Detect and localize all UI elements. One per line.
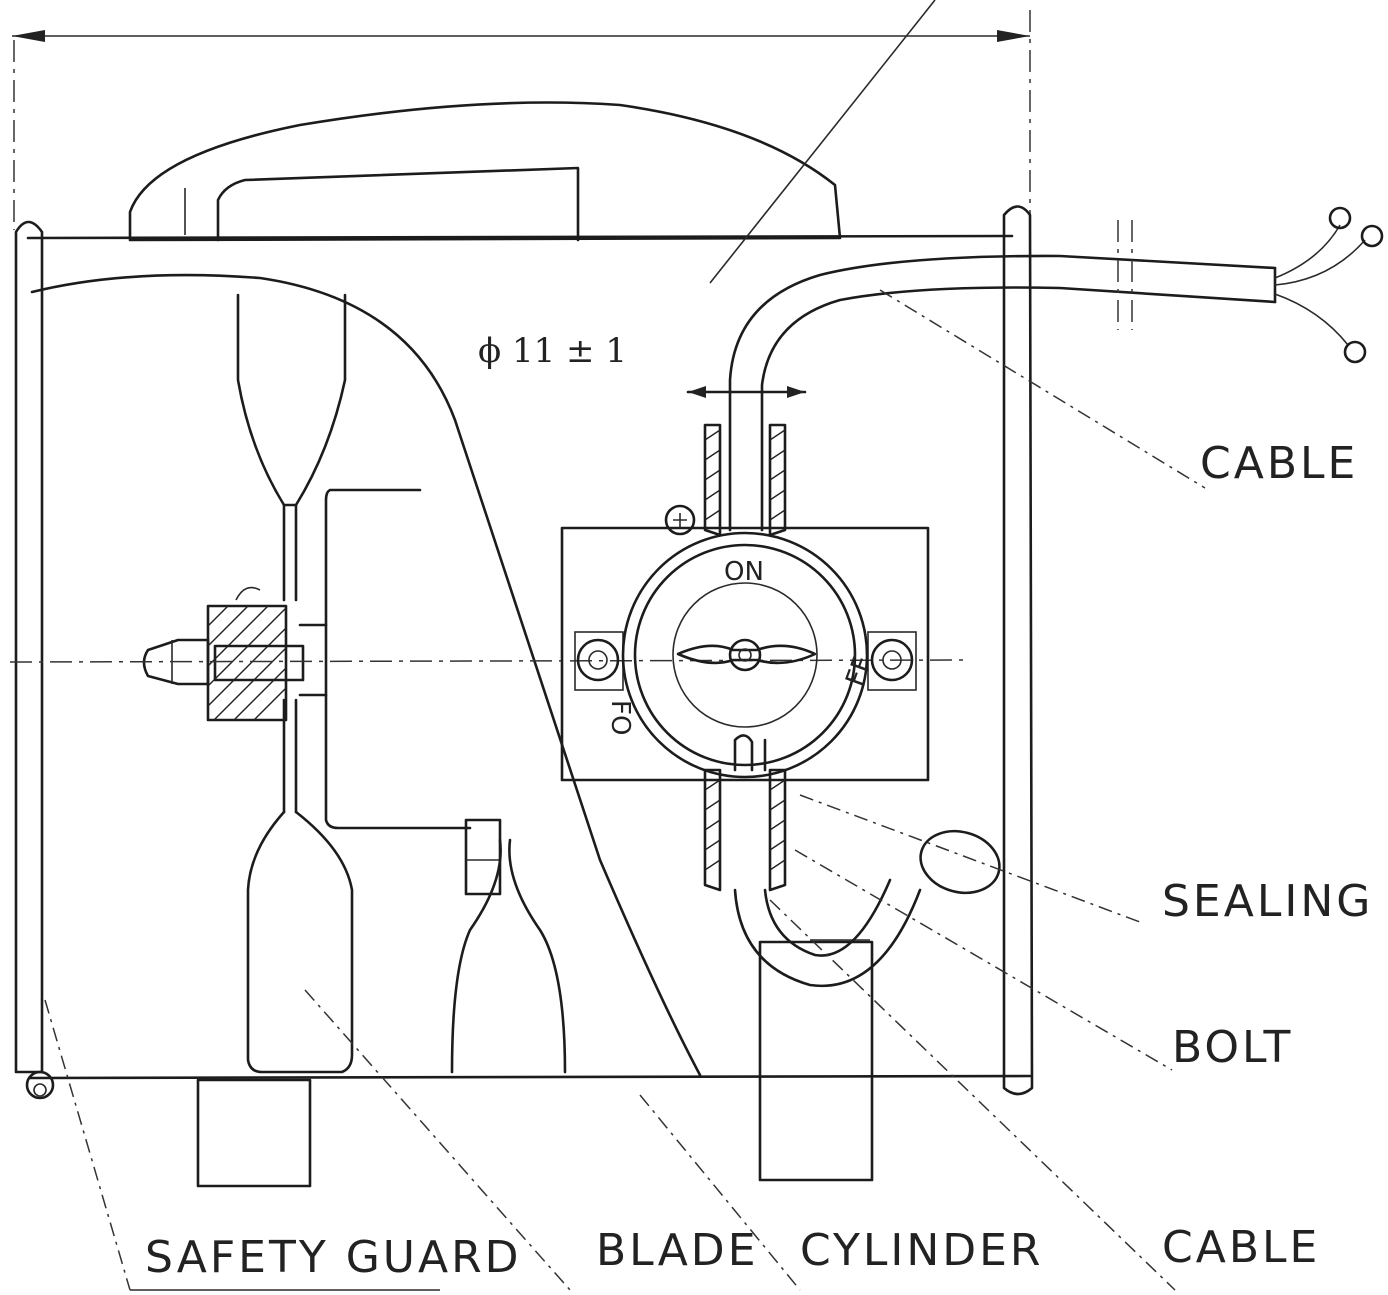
base-foot-left (196, 1078, 312, 1188)
leader-lines (44, 0, 1206, 1291)
blade-hub-nut (142, 586, 305, 722)
base-foot-right (758, 940, 874, 1182)
switch-on-label: ON (724, 557, 764, 587)
motor-housing (324, 488, 472, 830)
label-blade: BLADE (596, 1225, 759, 1276)
cable-gland-upper (686, 386, 807, 537)
frame (14, 205, 1034, 1100)
cable-gland-lower (703, 768, 787, 892)
label-cable-top: CABLE (1200, 438, 1358, 489)
label-bolt: BOLT (1172, 1022, 1293, 1073)
loop-cable (733, 734, 1001, 988)
label-safety-guard: SAFETY GUARD (145, 1232, 522, 1283)
label-cable-bottom: CABLE (1162, 1222, 1320, 1273)
diameter-dimension: ϕ 11 ± 1 (478, 331, 627, 371)
bracket (450, 818, 567, 1074)
label-sealing: SEALING R (1162, 876, 1388, 927)
carrying-handle (128, 101, 842, 242)
power-cable (728, 206, 1384, 532)
label-cylinder: CYLINDER (800, 1225, 1043, 1276)
switch-box (560, 504, 930, 782)
blade-lower (246, 698, 354, 1074)
shaft-centerline (9, 659, 966, 663)
safety-guard-outline (30, 273, 702, 1077)
overall-width-dimension (12, 10, 1031, 230)
blade-upper (236, 293, 347, 602)
switch-off-left-label: FO (605, 700, 635, 735)
